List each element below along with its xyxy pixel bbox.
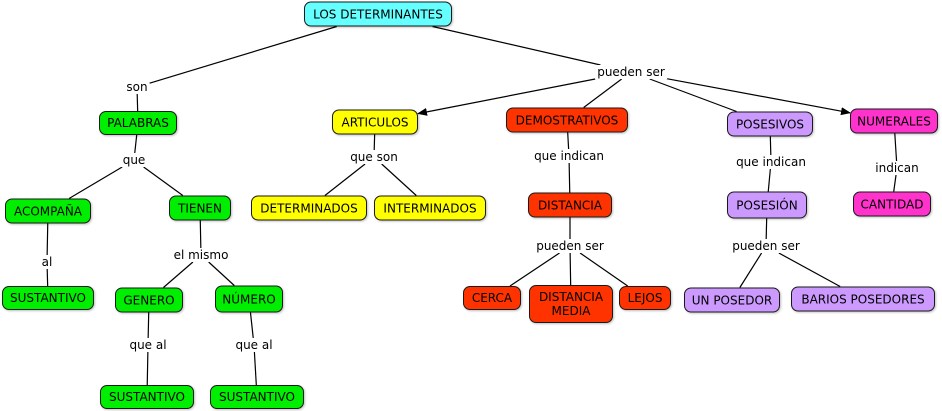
node-barios-posedores[interactable]: BARIOS POSEDORES xyxy=(791,286,935,312)
link-label-pueden-ser-distancia: pueden ser xyxy=(534,239,606,253)
link-label-indican: indican xyxy=(873,161,921,175)
connector-pueden_ser_pos-to-un_posedor xyxy=(739,252,763,288)
link-label-que: que xyxy=(120,153,148,167)
node-distancia-media[interactable]: DISTANCIA MEDIA xyxy=(529,285,613,323)
connector-pueden_ser_dist-to-distancia_media xyxy=(569,252,572,286)
link-label-el-mismo: el mismo xyxy=(171,248,231,262)
link-label-que-al-2: que al xyxy=(233,338,275,352)
link-label-que-al-1: que al xyxy=(127,338,169,352)
connector-root-to-pueden_ser_top xyxy=(432,25,601,66)
connector-root-to-son xyxy=(149,25,337,84)
connector-que-to-acompana xyxy=(68,166,123,200)
connector-que_indican_1-to-distancia xyxy=(568,162,571,193)
connector-pueden_ser_top-to-articulos xyxy=(417,78,596,116)
connector-que_son-to-interminados xyxy=(381,163,417,196)
connector-pueden_ser_dist-to-lejos xyxy=(579,252,629,287)
connector-tienen-to-el_mismo xyxy=(199,220,202,249)
link-label-son: son xyxy=(124,80,150,94)
link-label-pueden-ser-posesion: pueden ser xyxy=(730,239,802,253)
node-sustantivo-3[interactable]: SUSTANTIVO xyxy=(210,385,304,409)
connector-demostrativos-to-que_indican_1 xyxy=(567,132,570,150)
node-demostrativos[interactable]: DEMOSTRATIVOS xyxy=(506,107,628,133)
node-acompana[interactable]: ACOMPAÑA xyxy=(5,198,91,224)
connector-posesion-to-pueden_ser_pos xyxy=(765,218,768,240)
connector-numerales-to-indican xyxy=(894,133,898,162)
node-palabras[interactable]: PALABRAS xyxy=(99,111,177,135)
connector-pueden_ser_dist-to-cerca xyxy=(509,252,560,287)
node-cerca[interactable]: CERCA xyxy=(463,286,521,310)
link-label-que-indican-1: que indican xyxy=(532,149,606,163)
connector-que_son-to-determinados xyxy=(324,163,366,196)
connector-genero-to-que_al_1 xyxy=(147,312,150,339)
node-numerales[interactable]: NUMERALES xyxy=(850,108,938,134)
node-interminados[interactable]: INTERMINADOS xyxy=(374,195,486,221)
node-articulos[interactable]: ARTICULOS xyxy=(332,109,418,135)
connector-pueden_ser_top-to-demostrativos xyxy=(583,78,623,108)
connector-que_al_2-to-sustantivo3 xyxy=(253,351,257,386)
connector-palabras-to-que xyxy=(134,134,138,154)
connector-pueden_ser_pos-to-barios_posedores xyxy=(778,252,841,288)
connector-que_al_1-to-sustantivo2 xyxy=(146,351,149,386)
connector-el_mismo-to-numero xyxy=(208,261,235,286)
connector-numero-to-que_al_2 xyxy=(249,312,254,339)
node-sustantivo-2[interactable]: SUSTANTIVO xyxy=(100,385,194,409)
node-posesion[interactable]: POSESIÓN xyxy=(727,191,807,219)
connector-indican-to-cantidad xyxy=(893,174,897,192)
node-lejos[interactable]: LEJOS xyxy=(619,286,671,310)
connector-pueden_ser_top-to-numerales xyxy=(666,78,851,116)
node-distancia[interactable]: DISTANCIA xyxy=(528,192,612,218)
node-numero[interactable]: NÚMERO xyxy=(215,285,283,313)
connector-el_mismo-to-genero xyxy=(163,261,194,288)
node-un-posedor[interactable]: UN POSEDOR xyxy=(684,287,780,313)
node-los-determinantes[interactable]: LOS DETERMINANTES xyxy=(304,1,452,27)
connector-acompana-to-al xyxy=(46,223,49,256)
link-label-pueden-ser: pueden ser xyxy=(595,65,667,79)
connector-pueden_ser_top-to-posesivos xyxy=(649,78,737,113)
node-sustantivo-1[interactable]: SUSTANTIVO xyxy=(2,286,94,310)
node-posesivos[interactable]: POSESIVOS xyxy=(727,111,813,137)
node-genero[interactable]: GENERO xyxy=(115,287,183,313)
connector-que-to-tienen xyxy=(143,166,184,196)
link-label-que-son: que son xyxy=(348,150,400,164)
node-cantidad[interactable]: CANTIDAD xyxy=(853,191,931,217)
connector-que_indican_2-to-posesion xyxy=(767,168,771,192)
node-tienen[interactable]: TIENEN xyxy=(169,195,231,221)
link-label-que-indican-2: que indican xyxy=(734,155,808,169)
node-determinados[interactable]: DETERMINADOS xyxy=(251,195,367,221)
link-label-al: al xyxy=(39,255,55,269)
